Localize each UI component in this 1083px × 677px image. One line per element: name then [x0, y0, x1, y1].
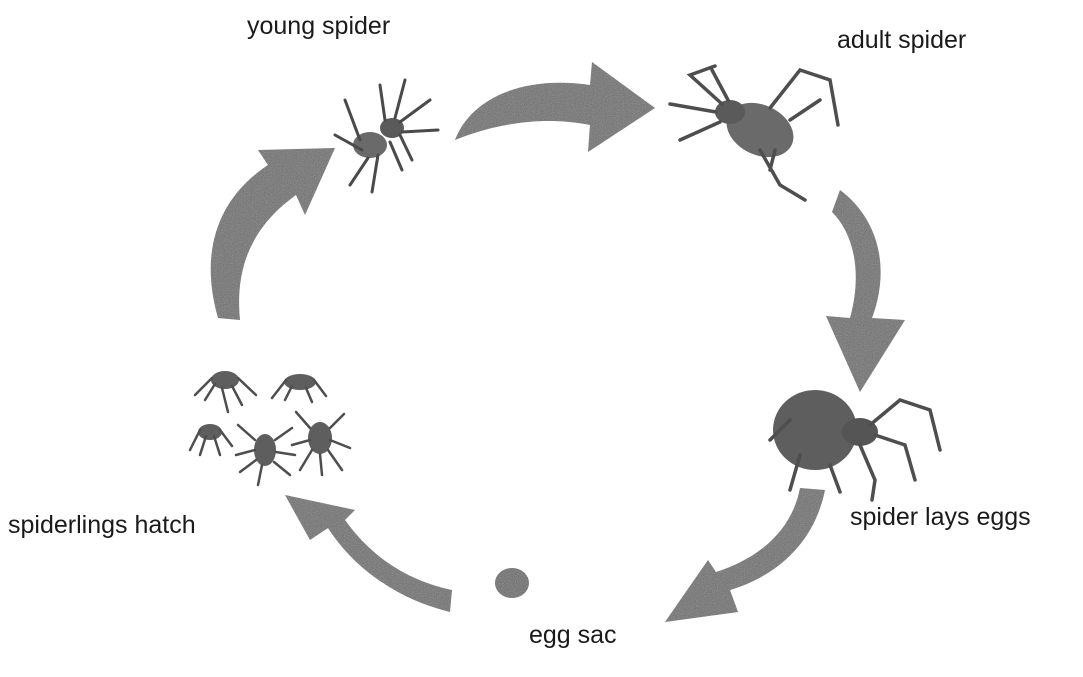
stage-label-egg-sac: egg sac [529, 623, 617, 648]
young-spider-icon [335, 80, 438, 192]
egg-laying-spider-icon [770, 390, 940, 500]
adult-spider-icon [670, 66, 838, 200]
stage-label-young-spider: young spider [247, 14, 390, 39]
arrow-adult-to-lays-eggs [826, 190, 905, 392]
arrow-egg-sac-to-spiderlings [285, 495, 452, 612]
spiderlings-icon [190, 371, 350, 485]
arrow-young-to-adult [455, 62, 655, 152]
arrow-lays-eggs-to-egg-sac [665, 488, 825, 622]
stage-label-adult-spider: adult spider [837, 28, 966, 53]
stage-label-spider-lays-eggs: spider lays eggs [850, 505, 1031, 530]
stage-label-spiderlings-hatch: spiderlings hatch [8, 513, 196, 538]
egg-sac-icon [495, 568, 529, 598]
arrow-spiderlings-to-young [211, 148, 335, 320]
